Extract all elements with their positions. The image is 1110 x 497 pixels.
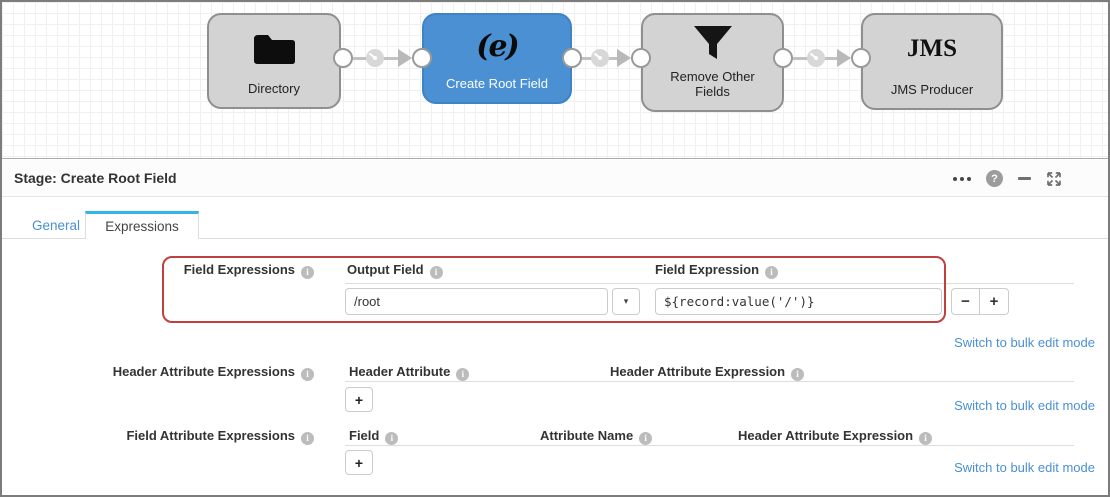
minimize-icon[interactable]	[1018, 177, 1031, 180]
add-row-button[interactable]: +	[345, 450, 373, 475]
tab-expressions[interactable]: Expressions	[85, 211, 199, 239]
header-underline	[345, 445, 1074, 446]
info-icon[interactable]: i	[429, 266, 443, 279]
stage-node-create-root-field[interactable]: (e) Create Root Field	[422, 13, 572, 104]
stage-label: Create Root Field	[446, 76, 548, 92]
info-icon[interactable]: i	[639, 432, 653, 445]
info-icon[interactable]: i	[301, 368, 314, 381]
link-arrow-icon	[617, 49, 631, 67]
info-icon[interactable]: i	[791, 368, 805, 381]
folder-icon	[209, 15, 339, 82]
tab-general[interactable]: General	[32, 217, 81, 233]
output-field-input[interactable]	[345, 288, 608, 315]
metrics-gauge-icon[interactable]	[364, 47, 386, 69]
stage-node-remove-other-fields[interactable]: Remove Other Fields	[641, 13, 784, 112]
output-port[interactable]	[333, 48, 353, 68]
tab-divider	[2, 238, 1108, 239]
info-icon[interactable]: i	[385, 432, 399, 445]
input-port[interactable]	[631, 48, 651, 68]
funnel-icon	[643, 15, 782, 70]
add-row-button[interactable]: +	[980, 288, 1009, 315]
stage-label: Remove Other Fields	[670, 69, 755, 100]
input-port[interactable]	[851, 48, 871, 68]
info-icon[interactable]: i	[919, 432, 933, 445]
stage-panel-header: Stage: Create Root Field ?	[2, 160, 1108, 197]
help-icon[interactable]: ?	[986, 170, 1003, 187]
pipeline-canvas[interactable]: Directory (e) Create Root Field Remove O…	[2, 2, 1108, 159]
metrics-gauge-icon[interactable]	[589, 47, 611, 69]
stage-node-jms-producer[interactable]: JMS JMS Producer	[861, 13, 1003, 110]
info-icon[interactable]: i	[301, 432, 314, 445]
input-port[interactable]	[412, 48, 432, 68]
bulk-edit-link[interactable]: Switch to bulk edit mode	[954, 398, 1095, 413]
stage-node-directory[interactable]: Directory	[207, 13, 341, 109]
dropdown-caret-icon[interactable]: ▾	[612, 288, 640, 315]
more-options-icon[interactable]	[953, 176, 971, 181]
info-icon[interactable]: i	[301, 266, 314, 279]
bulk-edit-link[interactable]: Switch to bulk edit mode	[954, 460, 1095, 475]
stage-label: JMS Producer	[890, 82, 974, 98]
row-buttons: − +	[951, 288, 1009, 315]
output-port[interactable]	[562, 48, 582, 68]
info-icon[interactable]: i	[456, 368, 470, 381]
header-underline	[345, 381, 1074, 382]
expression-evaluator-icon: (e)	[476, 28, 520, 64]
panel-title: Stage: Create Root Field	[14, 170, 177, 186]
stage-label: Directory	[247, 81, 300, 97]
maximize-icon[interactable]	[1046, 171, 1062, 187]
bulk-edit-link[interactable]: Switch to bulk edit mode	[954, 335, 1095, 350]
jms-icon: JMS	[907, 35, 957, 63]
output-port[interactable]	[773, 48, 793, 68]
remove-row-button[interactable]: −	[951, 288, 980, 315]
info-icon[interactable]: i	[765, 266, 779, 279]
field-expression-input[interactable]	[655, 288, 942, 315]
header-underline	[345, 283, 1074, 284]
link-arrow-icon	[837, 49, 851, 67]
metrics-gauge-icon[interactable]	[805, 47, 827, 69]
link-arrow-icon	[398, 49, 412, 67]
add-row-button[interactable]: +	[345, 387, 373, 412]
